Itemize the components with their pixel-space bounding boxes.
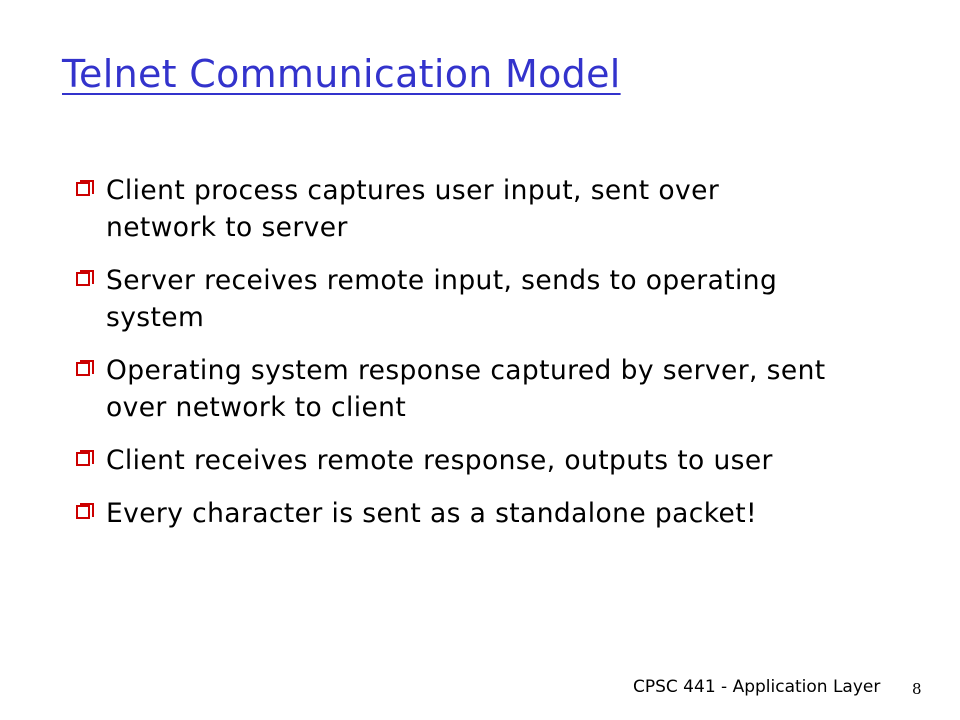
slide-footer: CPSC 441 - Application Layer (633, 677, 881, 697)
slide-title: Telnet Communication Model (62, 52, 621, 96)
bullet-text: Server receives remote input, sends to o… (106, 265, 778, 333)
bullet-item: Client process captures user input, sent… (72, 172, 832, 246)
bullet-text: Every character is sent as a standalone … (106, 498, 758, 529)
checkbox-bullet-icon (76, 450, 94, 466)
bullet-text: Client receives remote response, outputs… (106, 445, 773, 476)
checkbox-bullet-icon (76, 503, 94, 519)
bullet-text: Client process captures user input, sent… (106, 175, 720, 243)
bullet-item: Every character is sent as a standalone … (72, 495, 832, 532)
bullet-list: Client process captures user input, sent… (72, 172, 832, 548)
bullet-text: Operating system response captured by se… (106, 355, 826, 423)
page-number: 8 (912, 680, 922, 698)
bullet-item: Client receives remote response, outputs… (72, 442, 832, 479)
checkbox-bullet-icon (76, 180, 94, 196)
bullet-item: Operating system response captured by se… (72, 352, 832, 426)
bullet-item: Server receives remote input, sends to o… (72, 262, 832, 336)
checkbox-bullet-icon (76, 270, 94, 286)
checkbox-bullet-icon (76, 360, 94, 376)
